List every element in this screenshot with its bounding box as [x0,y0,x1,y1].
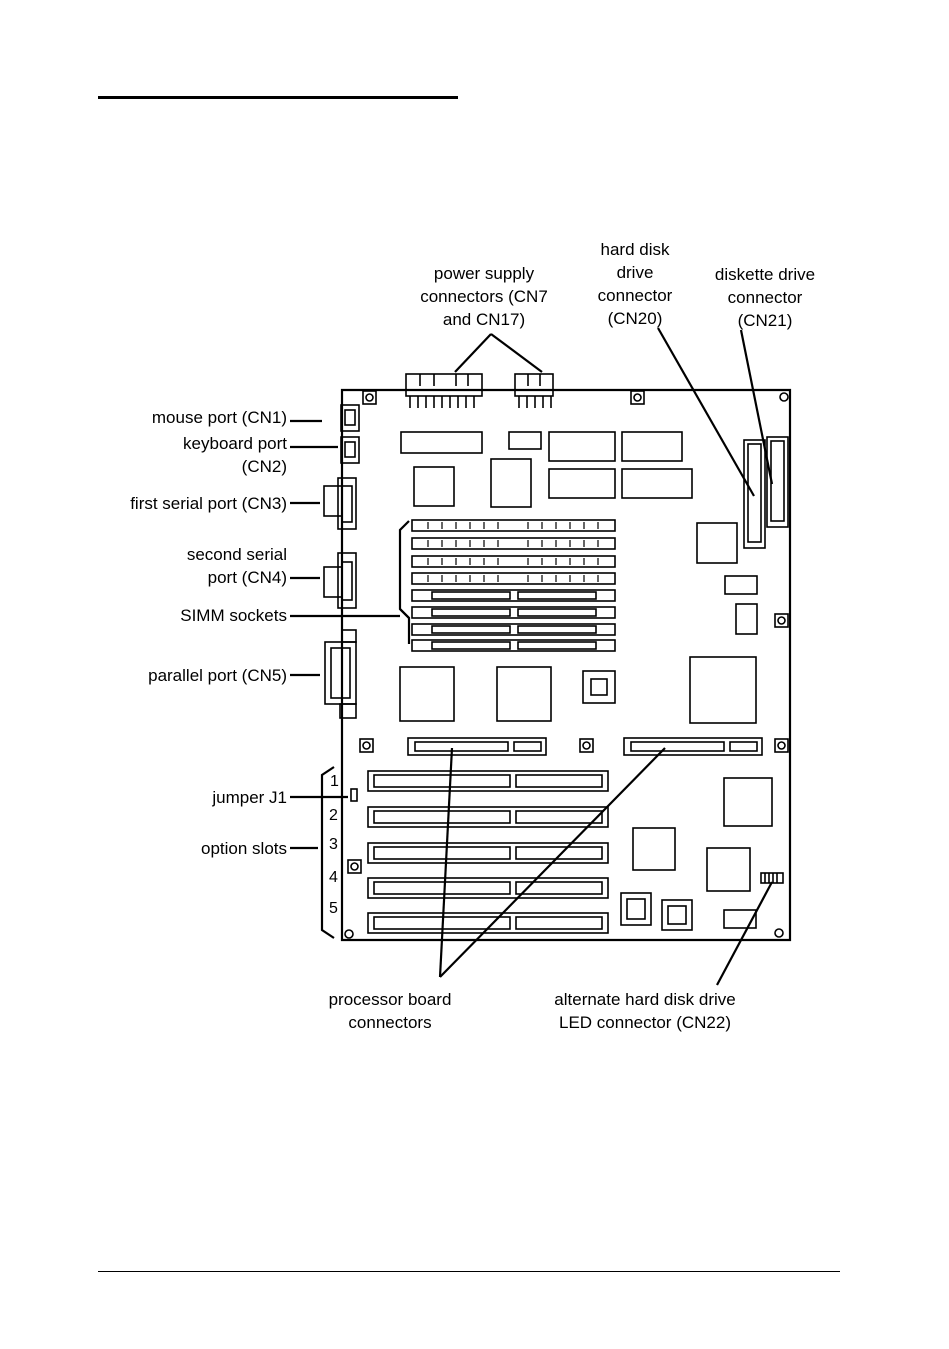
chip [582,670,616,704]
floppy-connector-cn21 [766,436,789,528]
label-line: keyboard port [183,434,287,453]
mouse-port [340,404,360,432]
first-serial-label: first serial port (CN3) [130,494,287,513]
processor-board-connector-left [407,737,547,756]
parallel-port-label: parallel port (CN5) [148,666,287,685]
label-line: and CN17) [442,310,526,329]
label-line: (CN2) [241,457,287,476]
processor-board-label: processor board connectors [300,988,480,1034]
first-serial-port [323,477,357,530]
slot-number: 1 [330,773,339,790]
label-line: connector [727,288,803,307]
chip [496,666,552,722]
slot-number: 2 [329,807,338,824]
alt-led-label: alternate hard disk drive LED connector … [520,988,770,1034]
chip [621,431,683,462]
hdd-connector-cn20 [743,439,766,549]
label-line: connectors [348,1013,432,1032]
slot-number: 5 [329,900,338,917]
label-line: (CN21) [737,311,793,330]
jumper-label: jumper J1 [212,788,287,807]
chip [696,522,738,564]
chip [723,909,757,929]
chip [724,575,758,595]
chip [723,777,773,827]
footer-rule [98,1271,840,1272]
label-line: (CN20) [607,309,663,328]
chip [413,466,455,507]
simm-sockets [411,519,616,652]
keyboard-port-label: keyboard port (CN2) [60,432,287,478]
power-connector-cn7 [405,373,483,408]
chip [548,468,616,499]
option-slots-label: option slots [201,839,287,858]
chip [735,603,758,635]
chip [400,431,483,454]
label-line: hard disk [600,240,670,259]
mouse-port-label: mouse port (CN1) [151,408,287,427]
label-line: second serial [186,545,287,564]
simm-sockets-label: SIMM sockets [180,606,287,625]
header-rule [98,96,458,99]
led-connector-cn22 [760,872,784,884]
second-serial-label: second serial port (CN4) [60,543,287,589]
power-connector-cn17 [514,373,554,408]
label-line: connector [597,286,673,305]
slot-number: 3 [329,836,338,853]
chip [689,656,757,724]
label-line: drive [616,263,654,282]
label-line: port (CN4) [207,568,287,587]
label-line: connectors (CN7 [420,287,548,306]
processor-board-connector-right [623,737,763,756]
chip [548,431,616,462]
chip [508,431,542,450]
label-line: LED connector (CN22) [559,1013,731,1032]
mounting-holes [344,390,789,939]
chip [632,827,676,871]
chip [621,468,693,499]
board-outline [340,388,792,942]
label-line: diskette drive [714,265,816,284]
label-line: power supply [433,264,535,283]
chip [399,666,455,722]
label-line: alternate hard disk drive [554,990,736,1009]
jumper-j1 [350,788,358,802]
chip [620,892,652,926]
slot-number: 4 [329,869,338,886]
diskette-label: diskette drive connector (CN21) [700,263,830,332]
chip [661,899,693,931]
hard-disk-label: hard disk drive connector (CN20) [575,238,695,330]
parallel-port [324,629,357,719]
power-supply-label: power supply connectors (CN7 and CN17) [394,262,574,331]
chip [706,847,751,892]
chip [490,458,532,508]
label-line: processor board [328,990,452,1009]
keyboard-port [340,436,360,464]
option-slots [367,770,609,934]
second-serial-port [323,552,357,609]
